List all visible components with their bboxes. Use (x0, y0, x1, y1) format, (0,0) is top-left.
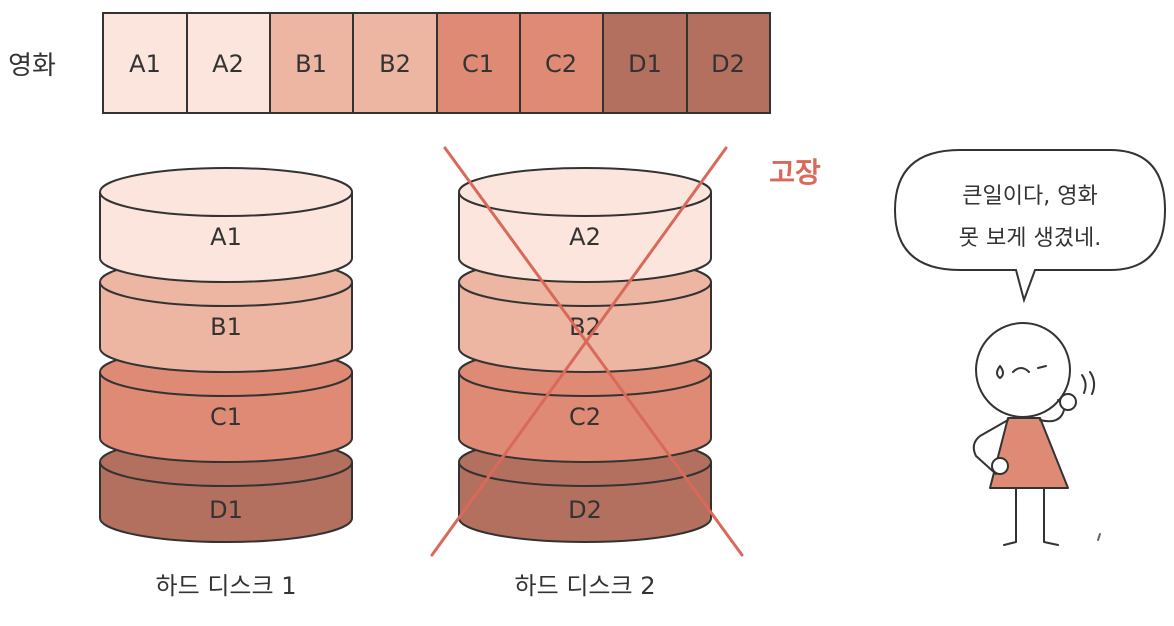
worried-figure (972, 322, 1101, 546)
disk-layer-C (99, 372, 353, 463)
movie-block (269, 12, 354, 114)
movie-block (186, 12, 271, 114)
disk-layer-A-top (458, 167, 712, 217)
disk1-block-label: A1 (210, 223, 242, 251)
failure-cross-line (430, 146, 728, 557)
movie-block-label: C2 (545, 50, 577, 78)
movie-block-label: B1 (295, 50, 327, 78)
movie-block-label: D2 (711, 50, 745, 78)
figure-hand (991, 457, 1009, 475)
disk-layer-B (458, 282, 712, 373)
movie-block (602, 12, 688, 114)
speech-bubble: 큰일이다, 영화 못 보게 생겼네. (893, 149, 1167, 304)
disk2-label: 하드 디스크 2 (515, 572, 656, 600)
movie-block-label: D1 (628, 50, 662, 78)
speech-bubble-shape (893, 149, 1167, 304)
disk2-block-label: C2 (569, 403, 601, 431)
movie-block (519, 12, 604, 114)
figure-hand (1059, 393, 1077, 411)
figure-leg (1043, 487, 1059, 546)
disk2-block-label: D2 (568, 496, 602, 524)
movie-block (436, 12, 521, 114)
disk-layer-A (458, 192, 712, 283)
movie-block-label: B2 (379, 50, 411, 78)
decorative-mark (1097, 533, 1101, 541)
speech-line-2: 못 보게 생겼네. (959, 226, 1101, 251)
figure-body (989, 417, 1069, 489)
worry-lines-icon (1089, 371, 1096, 395)
sweat-drop-icon (996, 365, 1004, 379)
movie-block (102, 12, 188, 114)
worry-lines-icon (1081, 374, 1087, 394)
disk-layer-B (99, 282, 353, 373)
disk1-label: 하드 디스크 1 (156, 572, 297, 600)
disk-layer-A (99, 192, 353, 283)
disk-layer-C (458, 372, 712, 463)
failure-cross-line (443, 146, 744, 557)
movie-block (686, 12, 771, 114)
figure-eye (1037, 365, 1047, 369)
figure-arm (972, 419, 1009, 475)
figure-leg (1003, 487, 1017, 546)
movie-block-label: A2 (212, 50, 244, 78)
disk1-block-label: C1 (210, 403, 242, 431)
disk2-status-label: 고장 (769, 156, 821, 189)
movie-block-strip: A1 A2 B1 B2 C1 C2 D1 D2 (102, 12, 771, 114)
hard-disk-1: A1 B1 C1 D1 하드 디스크 1 (99, 167, 353, 600)
movie-block-label: C1 (462, 50, 494, 78)
movie-label: 영화 (8, 51, 56, 81)
hard-disk-2: A2 B2 C2 D2 고장 하드 디스크 2 (430, 146, 821, 600)
disk1-block-label: B1 (210, 313, 242, 341)
disk-layer-A-top (99, 167, 353, 217)
disk1-block-label: D1 (209, 496, 243, 524)
figure-eye (1012, 367, 1030, 373)
speech-line-1: 큰일이다, 영화 (962, 184, 1097, 209)
figure-head (975, 322, 1071, 418)
movie-block-label: A1 (129, 50, 161, 78)
disk2-block-label: A2 (569, 223, 601, 251)
